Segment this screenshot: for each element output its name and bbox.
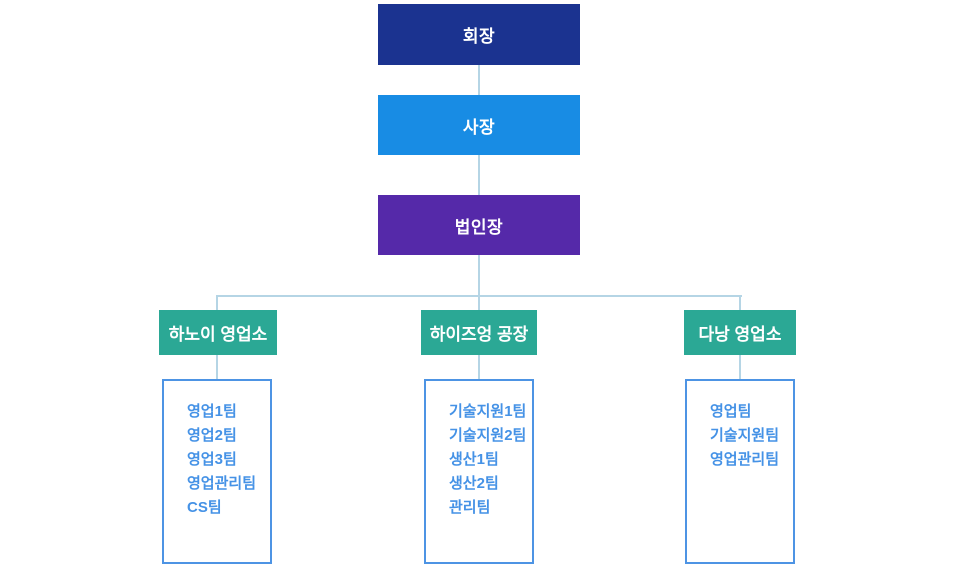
team-item: 영업1팀 — [187, 403, 237, 420]
corporate-head-box: 법인장 — [378, 195, 580, 255]
branch-header-danang-sales-office: 다낭 영업소 — [684, 310, 796, 355]
president-box: 사장 — [378, 95, 580, 155]
team-item: 생산2팀 — [449, 475, 499, 492]
team-item: 기술지원팀 — [710, 427, 780, 444]
team-item: 영업관리팀 — [187, 475, 257, 492]
branch-header-hanoi-sales-office: 하노이 영업소 — [159, 310, 277, 355]
team-item: 영업3팀 — [187, 451, 237, 468]
team-item: 영업팀 — [710, 403, 752, 420]
connector-line — [478, 65, 480, 95]
branch-header-haiduong-factory: 하이즈엉 공장 — [421, 310, 537, 355]
connector-line — [478, 155, 480, 195]
connector-line — [478, 255, 480, 296]
team-item: 기술지원1팀 — [449, 403, 527, 420]
team-item: 영업관리팀 — [710, 451, 780, 468]
connector-line — [216, 296, 218, 310]
connector-line — [739, 355, 741, 379]
team-item: CS팀 — [187, 499, 222, 516]
connector-line — [478, 296, 480, 310]
connector-line — [216, 355, 218, 379]
chairman-box: 회장 — [378, 4, 580, 65]
team-item: 관리팀 — [449, 499, 491, 516]
team-item: 생산1팀 — [449, 451, 499, 468]
connector-line — [478, 355, 480, 379]
team-item: 영업2팀 — [187, 427, 237, 444]
team-item: 기술지원2팀 — [449, 427, 527, 444]
connector-line — [739, 296, 741, 310]
